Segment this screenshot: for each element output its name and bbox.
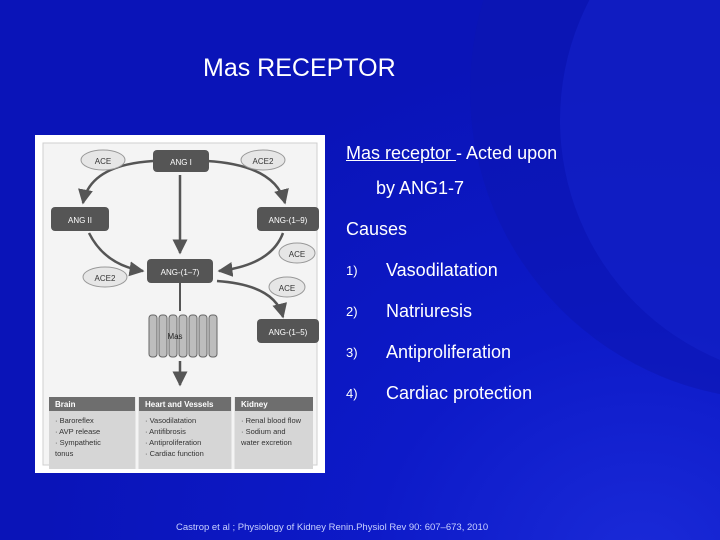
citation: Castrop et al ; Physiology of Kidney Ren… (176, 522, 489, 533)
node-ang1-9: ANG-(1–9) (257, 207, 319, 231)
effects-table: Brain Heart and Vessels Kidney · Baroref… (49, 397, 313, 469)
brain-effect: · AVP release (55, 427, 100, 436)
definition-connector: - Acted upon (456, 143, 558, 163)
heart-effect: · Vasodilatation (145, 416, 196, 425)
node-ang2: ANG II (51, 207, 109, 231)
kidney-effect: · Sodium and (241, 427, 286, 436)
pathway-diagram: ACE ACE2 ACE ACE2 ACE ANG I (42, 142, 319, 469)
table-header-brain: Brain (55, 400, 76, 409)
node-ang1-9-label: ANG-(1–9) (269, 216, 308, 225)
node-ang1-7: ANG-(1–7) (147, 259, 213, 283)
arrow-ang1-7-to-ang1-5 (216, 279, 287, 319)
heart-effect: · Antifibrosis (145, 427, 186, 436)
cause-number: 2) (346, 304, 358, 319)
cause-item: Cardiac protection (386, 383, 533, 403)
table-header-kidney: Kidney (241, 400, 268, 409)
node-ace-top-label: ACE (95, 157, 111, 166)
definition-continuation: by ANG1-7 (376, 178, 465, 198)
cause-item: Natriuresis (386, 301, 473, 321)
cause-number: 3) (346, 345, 358, 360)
brain-effect: tonus (55, 449, 74, 458)
node-ace2-top-label: ACE2 (253, 157, 274, 166)
node-ang1-5: ANG-(1–5) (257, 319, 319, 343)
ras-pathway-figure: ACE ACE2 ACE ACE2 ACE ANG I (35, 135, 325, 473)
cause-number: 1) (346, 263, 358, 278)
causes-heading: Causes (346, 219, 408, 239)
node-ace2-left-label: ACE2 (95, 274, 116, 283)
arrow-ang1-to-ang1-9 (206, 159, 289, 205)
cause-number: 4) (346, 386, 358, 401)
node-ang1-7-label: ANG-(1–7) (161, 268, 200, 277)
kidney-effect: water excretion (240, 438, 292, 447)
node-ace-top: ACE (80, 149, 126, 171)
node-ace2-top: ACE2 (240, 149, 286, 171)
arrow-ang1-to-ang2 (78, 159, 154, 205)
arrow-ang2-to-ang1-7 (87, 232, 145, 277)
mas-label: Mas (167, 332, 182, 341)
arrow-ang1-9-to-ang1-7 (217, 232, 285, 277)
node-ang1-label: ANG I (170, 158, 192, 167)
node-ace-mid: ACE (278, 242, 316, 264)
brain-effect: · Baroreflex (55, 416, 94, 425)
mas-receptor: Mas (148, 283, 218, 358)
node-ace-mid-label: ACE (289, 250, 305, 259)
node-ang1-5-label: ANG-(1–5) (269, 328, 308, 337)
node-ace-low: ACE (268, 276, 306, 298)
node-ang2-label: ANG II (68, 216, 92, 225)
kidney-effect: · Renal blood flow (241, 416, 302, 425)
cause-item: Vasodilatation (386, 260, 498, 280)
table-header-heart: Heart and Vessels (145, 400, 214, 409)
brain-effect: · Sympathetic (55, 438, 101, 447)
node-ang1: ANG I (153, 150, 209, 172)
cause-item: Antiproliferation (386, 342, 512, 362)
definition-line: Mas receptor - Acted upon (346, 143, 557, 164)
heart-effect: · Cardiac function (145, 449, 204, 458)
definition-term: Mas receptor (346, 143, 457, 163)
slide-title: Mas RECEPTOR (203, 54, 396, 82)
heart-effect: · Antiproliferation (145, 438, 201, 447)
node-ace-low-label: ACE (279, 284, 295, 293)
node-ace2-left: ACE2 (82, 266, 128, 288)
